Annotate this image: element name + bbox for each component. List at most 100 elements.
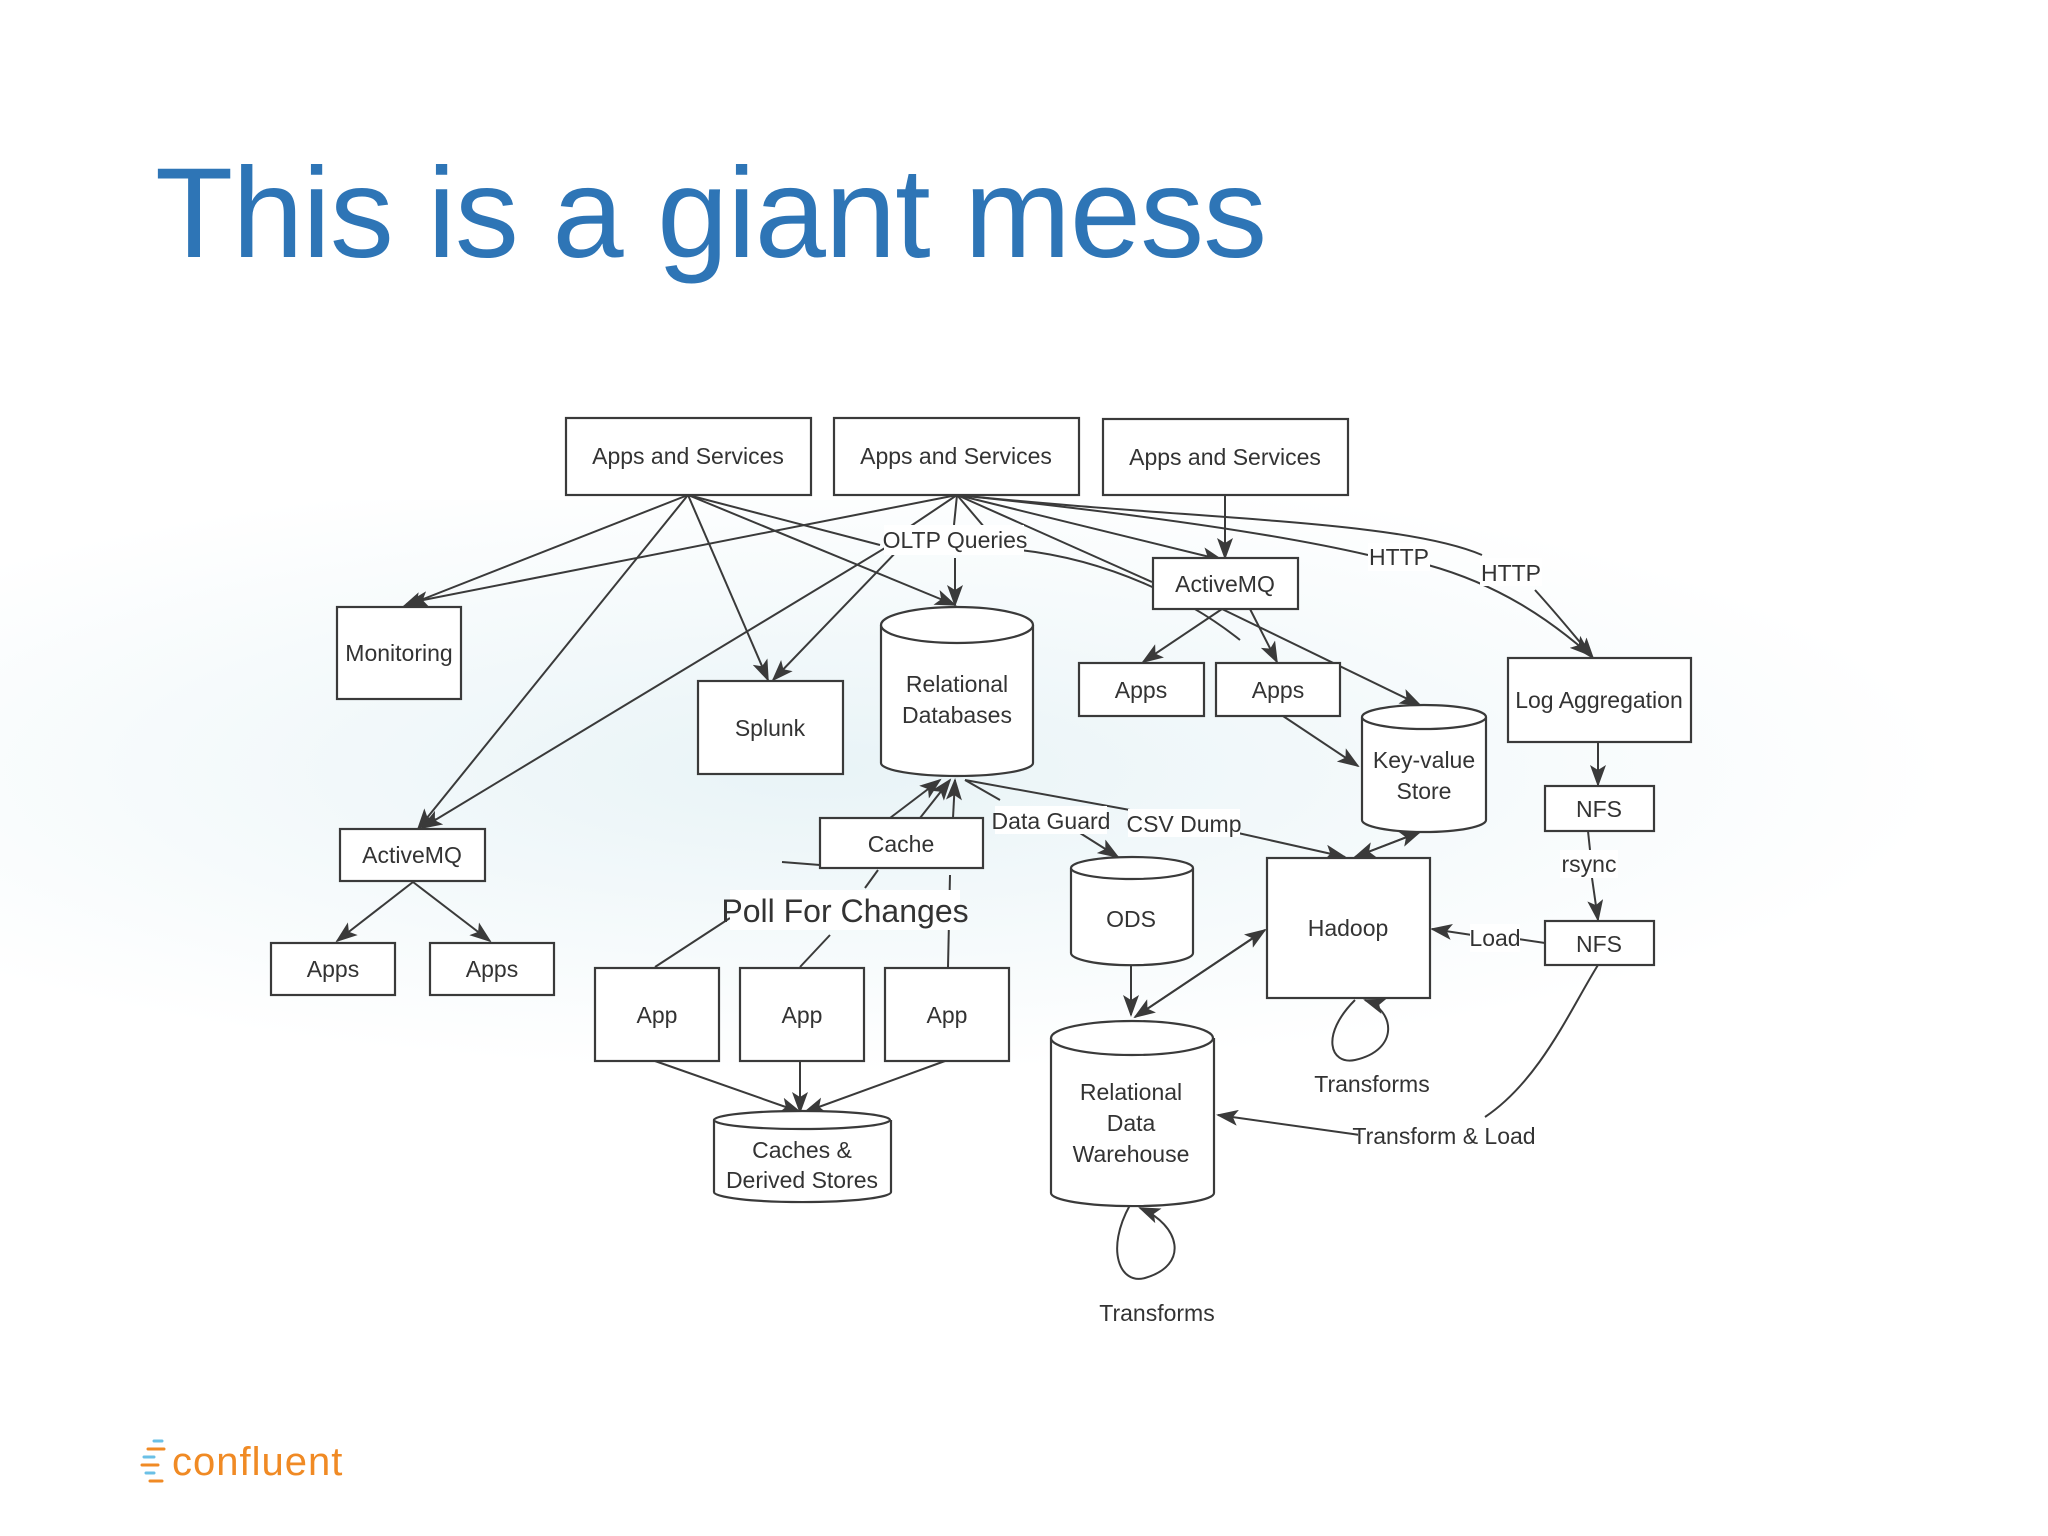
confluent-mark-icon — [140, 1439, 166, 1483]
edge-app1-cache — [781, 861, 821, 866]
svg-text:App: App — [637, 1002, 678, 1028]
svg-text:ODS: ODS — [1106, 906, 1156, 932]
node-activemq-left: ActiveMQ — [338, 827, 487, 883]
svg-text:HTTP: HTTP — [1481, 560, 1541, 586]
edge-oltp-activemq-left — [420, 544, 891, 830]
edge-as2-oltp-mid — [953, 494, 958, 526]
svg-text:Apps: Apps — [466, 956, 518, 982]
edge-warehouse-hadoop — [1134, 928, 1267, 1018]
edge-poll-cache — [864, 869, 879, 889]
edge-activemq-kvstore — [1221, 608, 1422, 706]
edge-dataguard-ods — [1079, 832, 1120, 859]
edge-app3-caches — [803, 1060, 946, 1113]
node-activemq-top: ActiveMQ — [1151, 556, 1300, 611]
node-ods: ODS — [1069, 855, 1195, 967]
node-app-1: App — [593, 966, 721, 1063]
node-apps-top-2: Apps — [1214, 661, 1342, 718]
node-key-value-store: Key-value Store — [1360, 703, 1488, 834]
edge-reldb-dataguard — [964, 779, 1001, 801]
svg-text:Warehouse: Warehouse — [1073, 1141, 1190, 1167]
svg-text:Relational: Relational — [1080, 1079, 1182, 1105]
node-cache: Cache — [818, 816, 985, 870]
edge-as2-activemq-top-side — [956, 494, 1153, 583]
node-log-aggregation: Log Aggregation — [1506, 656, 1693, 744]
svg-text:App: App — [782, 1002, 823, 1028]
edge-as2-activemq-top — [956, 494, 1224, 564]
svg-text:Monitoring: Monitoring — [345, 640, 452, 666]
edge-http2-logagg — [1534, 589, 1595, 660]
confluent-logo-text: confluent — [172, 1439, 344, 1484]
node-hadoop: Hadoop — [1265, 856, 1432, 1000]
node-apps-left-2: Apps — [428, 941, 556, 997]
edge-nfs2-transform-load — [1484, 964, 1599, 1118]
edge-activemq-apps2 — [1249, 608, 1278, 664]
node-monitoring: Monitoring — [335, 605, 463, 701]
edge-app1-poll — [654, 917, 731, 968]
svg-text:Databases: Databases — [902, 702, 1012, 728]
svg-text:NFS: NFS — [1576, 931, 1622, 957]
node-relational-data-warehouse: Relational Data Warehouse — [1049, 1019, 1216, 1208]
node-apps-and-services-2: Apps and Services — [832, 416, 1081, 497]
edge-activemq-apps1 — [1141, 608, 1223, 664]
node-caches-derived-stores: Caches & Derived Stores — [712, 1109, 893, 1204]
svg-text:Apps: Apps — [1252, 677, 1304, 703]
edge-warehouse-transforms-loop — [1116, 1204, 1176, 1280]
svg-text:Apps and Services: Apps and Services — [1129, 444, 1321, 470]
node-nfs-1: NFS — [1543, 784, 1656, 833]
svg-text:Data: Data — [1107, 1110, 1156, 1136]
edge-as1-oltp — [687, 494, 881, 546]
label-http-2: HTTP — [1480, 558, 1542, 586]
svg-text:OLTP Queries: OLTP Queries — [883, 527, 1028, 553]
edge-cache-reldb-3 — [945, 778, 962, 819]
label-data-guard: Data Guard — [992, 806, 1111, 834]
edge-cache-reldb-1 — [889, 778, 942, 819]
svg-text:Relational: Relational — [906, 671, 1008, 697]
svg-text:Apps: Apps — [307, 956, 359, 982]
svg-text:rsync: rsync — [1562, 851, 1617, 877]
label-transform-load: Transform & Load — [1352, 1121, 1536, 1149]
label-transforms-hadoop: Transforms — [1314, 1071, 1429, 1097]
edge-as2-monitoring — [406, 494, 958, 607]
edge-oltp-splunk — [771, 547, 901, 682]
confluent-logo: confluent — [140, 1432, 343, 1492]
slide-title: This is a giant mess — [155, 142, 1267, 285]
svg-text:Cache: Cache — [868, 831, 934, 857]
edge-as2-oltp-right — [956, 494, 986, 529]
label-csv-dump: CSV Dump — [1126, 809, 1242, 837]
edge-load-hadoop — [1430, 924, 1473, 940]
edge-as1-splunk — [687, 494, 769, 682]
svg-text:Caches &: Caches & — [752, 1137, 852, 1163]
edge-cache-reldb-2 — [919, 778, 952, 819]
svg-text:ActiveMQ: ActiveMQ — [1175, 571, 1275, 597]
edge-app2-poll — [799, 934, 831, 968]
edge-as1-reldb — [687, 494, 957, 606]
node-apps-and-services-1: Apps and Services — [564, 416, 813, 497]
edge-activemq-left-apps2 — [412, 881, 492, 943]
edge-csvdump-hadoop — [1237, 832, 1347, 861]
svg-text:NFS: NFS — [1576, 796, 1622, 822]
svg-text:ActiveMQ: ActiveMQ — [362, 842, 462, 868]
svg-text:Apps and Services: Apps and Services — [860, 443, 1052, 469]
edge-nfs1-rsync — [1587, 830, 1591, 851]
svg-text:Splunk: Splunk — [735, 715, 806, 741]
edge-as1-activemq-left — [416, 494, 689, 831]
edge-as2-http-2 — [956, 494, 1483, 556]
node-nfs-2: NFS — [1543, 919, 1656, 967]
svg-text:HTTP: HTTP — [1369, 544, 1429, 570]
svg-text:Apps: Apps — [1115, 677, 1167, 703]
edge-transform-load-warehouse — [1216, 1109, 1361, 1136]
svg-text:Key-value: Key-value — [1373, 747, 1475, 773]
svg-text:Data Guard: Data Guard — [992, 808, 1111, 834]
label-http-1: HTTP — [1368, 543, 1430, 571]
node-relational-databases: Relational Databases — [879, 605, 1035, 778]
svg-text:App: App — [927, 1002, 968, 1028]
svg-text:Hadoop: Hadoop — [1308, 915, 1389, 941]
edge-oltp-kvstore — [1019, 549, 1241, 641]
svg-text:Store: Store — [1397, 778, 1452, 804]
svg-text:Poll For Changes: Poll For Changes — [721, 893, 968, 929]
svg-text:Derived Stores: Derived Stores — [726, 1167, 878, 1193]
svg-text:Transforms: Transforms — [1314, 1071, 1429, 1097]
edge-nfs2-load — [1517, 938, 1546, 944]
edge-hadoop-kvstore — [1354, 831, 1422, 858]
